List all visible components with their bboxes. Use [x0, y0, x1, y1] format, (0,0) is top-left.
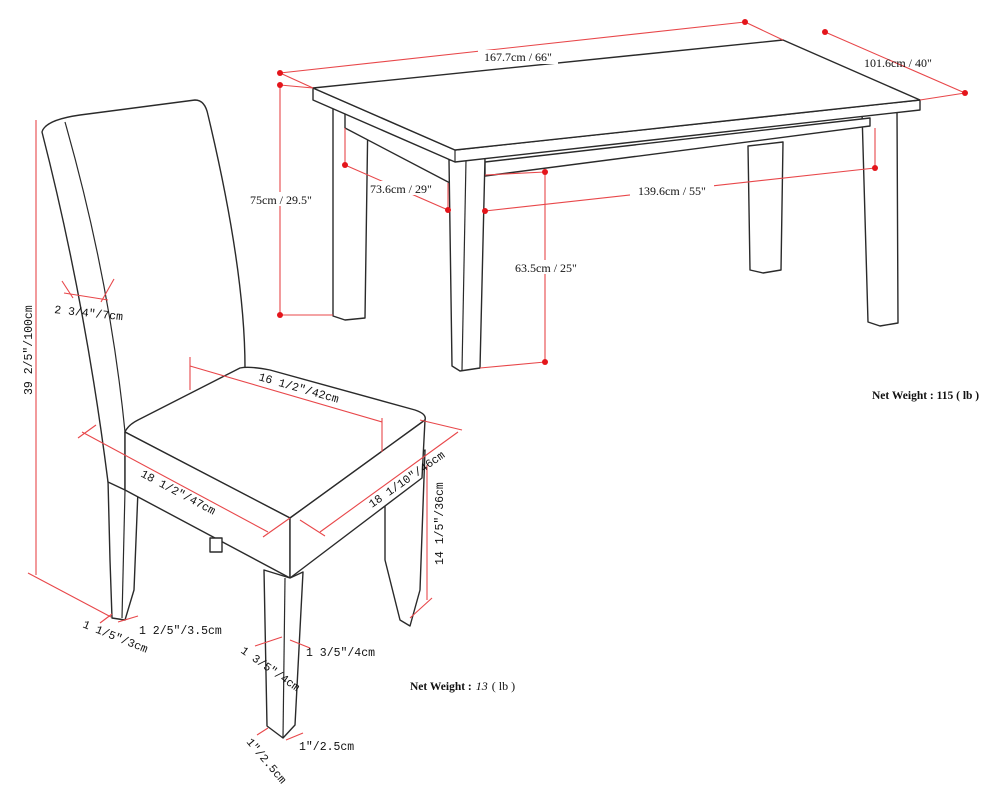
table-length-label: 167.7cm / 66": [484, 50, 552, 64]
dining-chair-drawing: [41, 99, 426, 739]
chair-front-leg-top-dim-b: 1 3/5"/4cm: [306, 647, 375, 660]
chair-front-leg-foot-dim-b: 1"/2.5cm: [299, 741, 354, 754]
chair-seat-front-right: [289, 419, 426, 579]
table-clearance-label: 63.5cm / 25": [515, 261, 577, 275]
table-dimensions: 167.7cm / 66" 101.6cm / 40" 75cm / 29.5"…: [248, 19, 979, 402]
table-leg-front-left: [448, 157, 486, 372]
dining-table-drawing: [312, 39, 921, 372]
chair-rear-leg-dim-b: 1 2/5"/3.5cm: [139, 625, 222, 638]
table-leg-back-middle: [747, 141, 784, 274]
chair-net-weight: Net Weight :13( lb ): [410, 679, 515, 693]
table-width-label: 101.6cm / 40": [864, 56, 932, 70]
dimension-dots: [277, 19, 968, 365]
table-height-label: 75cm / 29.5": [250, 193, 312, 207]
table-inner-length-label: 139.6cm / 55": [638, 184, 706, 198]
chair-seat-top: [124, 366, 426, 519]
chair-seat-bracket: [209, 537, 223, 553]
chair-front-leg-foot-dim-a: 1"/2.5cm: [243, 736, 289, 787]
chair-height-label: 39 2/5"/100cm: [23, 305, 36, 395]
table-leg-back-right: [861, 109, 899, 327]
chair-leg-height-label: 14 1/5"/36cm: [434, 482, 447, 565]
table-net-weight: Net Weight : 115 ( lb ): [872, 390, 979, 402]
table-inner-depth-label: 73.6cm / 29": [370, 182, 432, 196]
